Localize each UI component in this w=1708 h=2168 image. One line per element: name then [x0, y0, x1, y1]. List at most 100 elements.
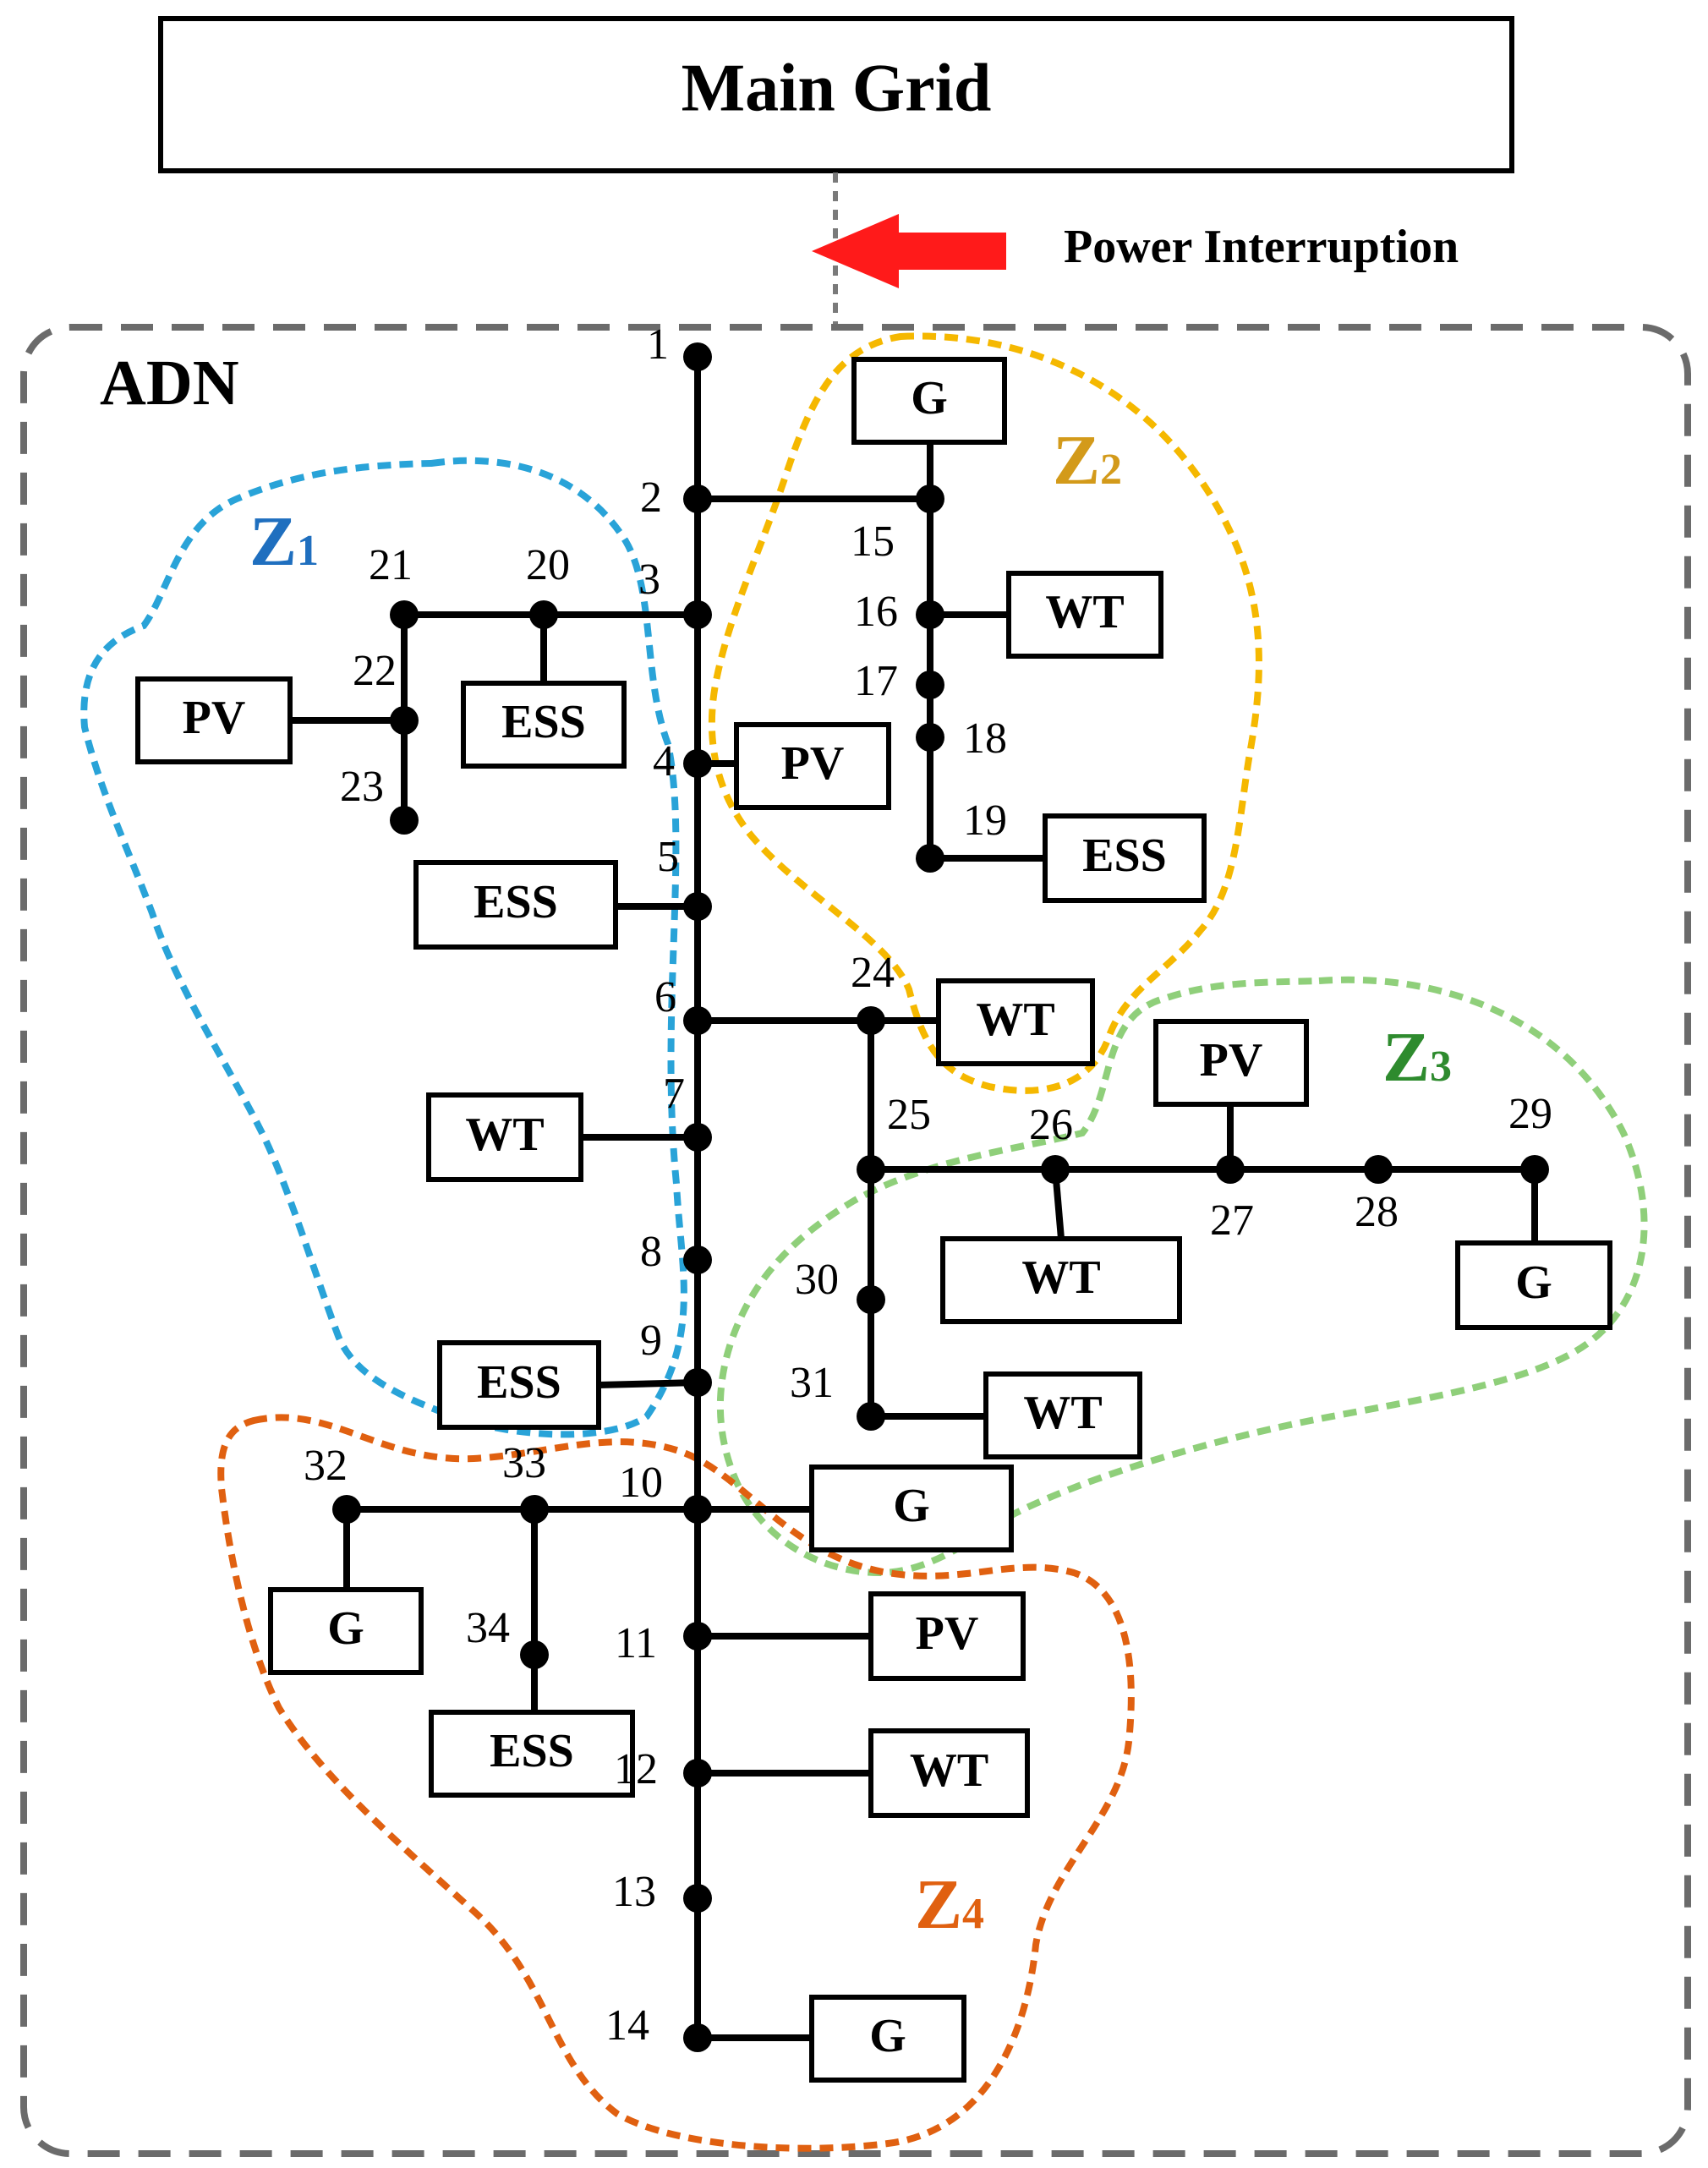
bus-label-31: 31 — [790, 1359, 834, 1407]
bus-label-24: 24 — [851, 949, 895, 997]
pv-label-bus-4: PV — [781, 737, 845, 790]
ess-label-bus-9: ESS — [477, 1356, 561, 1409]
bus-node-14 — [683, 2023, 712, 2052]
bus-node-15 — [916, 485, 944, 513]
wt-label-bus-7: WT — [465, 1109, 544, 1161]
bus-labels-layer: 1234567891011121314151617181920212223242… — [304, 320, 1552, 2050]
ess-box-bus-9 — [437, 1340, 601, 1430]
connector-ess-bus-9 — [598, 1379, 698, 1388]
g-label-bus-15: G — [911, 372, 948, 424]
wt-box-bus-24 — [936, 978, 1095, 1066]
bus-label-5: 5 — [657, 833, 679, 881]
bus-label-33: 33 — [502, 1439, 546, 1487]
bus-node-21 — [390, 600, 419, 629]
bus-node-4 — [683, 749, 712, 778]
zone-z1-letter: Z — [249, 502, 297, 581]
bus-node-22 — [390, 706, 419, 735]
bus-node-11 — [683, 1622, 712, 1651]
bus-label-4: 4 — [653, 737, 675, 786]
bus-label-34: 34 — [466, 1604, 510, 1652]
bus-label-18: 18 — [963, 714, 1007, 763]
bus-label-10: 10 — [619, 1459, 663, 1507]
bus-node-12 — [683, 1759, 712, 1788]
ess-box-bus-34 — [429, 1710, 635, 1798]
pv-label-bus-22: PV — [183, 692, 246, 744]
bus-node-31 — [857, 1402, 885, 1431]
bus-node-16 — [916, 600, 944, 629]
zone-z4-letter: Z — [915, 1865, 962, 1944]
g-box-bus-14 — [809, 1995, 966, 2083]
power-interruption-arrow — [812, 214, 1006, 288]
pv-label-bus-27: PV — [1200, 1034, 1263, 1087]
bus-node-28 — [1364, 1155, 1393, 1184]
pv-box-bus-27 — [1153, 1019, 1309, 1107]
main-grid-title: Main Grid — [682, 51, 992, 125]
pv-box-bus-22 — [135, 676, 293, 764]
ess-label-bus-34: ESS — [490, 1725, 574, 1777]
ess-label-bus-20: ESS — [501, 696, 586, 748]
bus-node-9 — [683, 1368, 712, 1397]
zone-z3-label: Z3 — [1382, 1018, 1452, 1097]
zone-z2-letter: Z — [1053, 421, 1100, 500]
pv-label-bus-11: PV — [916, 1607, 979, 1660]
bus-node-7 — [683, 1123, 712, 1152]
bus-label-28: 28 — [1355, 1188, 1399, 1236]
bus-node-3 — [683, 600, 712, 629]
bus-label-17: 17 — [854, 657, 898, 705]
bus-label-32: 32 — [304, 1442, 348, 1490]
bus-label-25: 25 — [887, 1091, 931, 1139]
bus-label-26: 26 — [1029, 1101, 1073, 1149]
bus-node-13 — [683, 1884, 712, 1913]
zone-z2-label: Z2 — [1053, 421, 1122, 500]
bus-node-32 — [332, 1495, 361, 1524]
bus-label-16: 16 — [854, 588, 898, 636]
bus-label-22: 22 — [353, 647, 397, 695]
bus-node-34 — [520, 1640, 549, 1669]
zone-z1-outline — [80, 457, 687, 1438]
g-box-bus-10 — [809, 1464, 1014, 1552]
bus-label-2: 2 — [640, 474, 662, 522]
ess-box-bus-19 — [1043, 813, 1207, 903]
wt-box-bus-16 — [1006, 571, 1163, 659]
adn-boundary — [20, 324, 1691, 2157]
bus-node-6 — [683, 1006, 712, 1035]
ess-box-bus-5 — [413, 860, 618, 950]
bus-label-8: 8 — [640, 1228, 662, 1276]
bus-node-5 — [683, 892, 712, 921]
wt-label-bus-26: WT — [1021, 1251, 1100, 1304]
main-grid-box — [158, 16, 1514, 173]
zone-z2-outline — [708, 332, 1262, 1094]
g-label-bus-32: G — [327, 1602, 364, 1655]
bus-node-24 — [857, 1006, 885, 1035]
bus-node-1 — [683, 342, 712, 371]
g-box-bus-15 — [851, 357, 1007, 445]
bus-node-29 — [1520, 1155, 1549, 1184]
bus-label-23: 23 — [340, 763, 384, 811]
wt-label-bus-16: WT — [1045, 586, 1124, 638]
zone-z1-index: 1 — [297, 527, 319, 575]
g-label-bus-29: G — [1515, 1256, 1552, 1309]
bus-node-33 — [520, 1495, 549, 1524]
g-box-bus-32 — [268, 1587, 424, 1675]
g-box-bus-29 — [1455, 1240, 1612, 1330]
bus-label-27: 27 — [1210, 1196, 1254, 1245]
zone-z4-label: Z4 — [915, 1865, 984, 1944]
bus-label-20: 20 — [526, 541, 570, 589]
bus-label-14: 14 — [605, 2001, 649, 2050]
bus-node-25 — [857, 1155, 885, 1184]
wt-label-bus-24: WT — [976, 994, 1054, 1046]
bus-label-7: 7 — [663, 1070, 685, 1118]
pv-box-bus-4 — [734, 722, 891, 810]
bus-node-2 — [683, 485, 712, 513]
ess-label-bus-19: ESS — [1082, 829, 1167, 882]
zone-z3-letter: Z — [1382, 1018, 1430, 1097]
g-label-bus-14: G — [869, 2010, 906, 2062]
bus-node-23 — [390, 806, 419, 835]
bus-node-19 — [916, 844, 944, 873]
g-label-bus-10: G — [893, 1480, 930, 1532]
bus-label-6: 6 — [654, 973, 676, 1021]
wt-box-bus-31 — [983, 1371, 1142, 1459]
bus-label-29: 29 — [1508, 1090, 1552, 1138]
